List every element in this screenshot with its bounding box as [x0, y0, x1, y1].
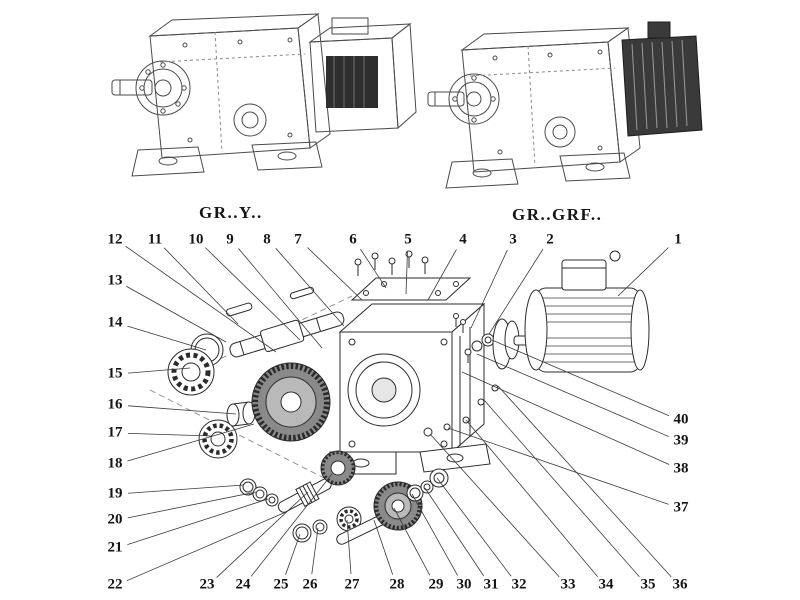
callout-4: 4: [459, 231, 467, 248]
callout-1: 1: [674, 231, 682, 248]
exploded-seal-and-bearing: [167, 333, 224, 396]
callout-19: 19: [107, 485, 123, 502]
callout-15: 15: [107, 365, 123, 382]
model-label-left: GR..Y..: [199, 203, 263, 222]
callout-2: 2: [546, 231, 554, 248]
callout-23: 23: [199, 576, 215, 593]
callout-27: 27: [344, 576, 360, 593]
exploded-intermediate-shaft: [277, 450, 356, 513]
exploded-output-gear: [251, 362, 331, 442]
callout-35: 35: [640, 576, 656, 593]
leader-lines: [125, 245, 672, 582]
assembled-gearmotor-right: [427, 21, 703, 189]
exploded-motor: [513, 250, 650, 373]
assembled-gearmotor-left: [111, 13, 417, 177]
exploded-housing: [325, 302, 499, 475]
callout-40: 40: [673, 411, 689, 428]
exploded-cover-plate: [350, 277, 472, 301]
callout-20: 20: [107, 511, 123, 528]
exploded-washers: [239, 478, 279, 507]
callout-39: 39: [673, 432, 689, 449]
callout-25: 25: [273, 576, 289, 593]
callout-30: 30: [456, 576, 472, 593]
callout-26: 26: [302, 576, 318, 593]
callout-3: 3: [509, 231, 517, 248]
exploded-output-shaft: [225, 286, 345, 358]
callout-10: 10: [188, 231, 204, 248]
callout-28: 28: [389, 576, 405, 593]
exploded-rings-bearing: [292, 506, 362, 543]
callout-9: 9: [226, 231, 234, 248]
callout-32: 32: [511, 576, 527, 593]
callout-11: 11: [147, 231, 163, 248]
exploded-bushing-bearing: [198, 401, 256, 459]
callout-31: 31: [483, 576, 499, 593]
callout-18: 18: [107, 455, 123, 472]
callout-12: 12: [107, 231, 123, 248]
exploded-input-shaft: [336, 468, 449, 545]
callout-36: 36: [672, 576, 688, 593]
callout-21: 21: [107, 539, 123, 556]
callout-17: 17: [107, 424, 123, 441]
exploded-cover-bolts: [354, 250, 429, 276]
callout-22: 22: [107, 576, 123, 593]
callout-5: 5: [404, 231, 412, 248]
model-label-right: GR..GRF..: [512, 205, 603, 224]
callout-6: 6: [349, 231, 357, 248]
callout-29: 29: [428, 576, 444, 593]
callout-8: 8: [263, 231, 271, 248]
callout-7: 7: [294, 231, 302, 248]
callout-33: 33: [560, 576, 576, 593]
callout-13: 13: [107, 272, 123, 289]
callout-14: 14: [107, 314, 123, 331]
callout-24: 24: [235, 576, 251, 593]
callout-37: 37: [673, 499, 689, 516]
callout-16: 16: [107, 396, 123, 413]
callout-38: 38: [673, 460, 689, 477]
callout-34: 34: [598, 576, 614, 593]
